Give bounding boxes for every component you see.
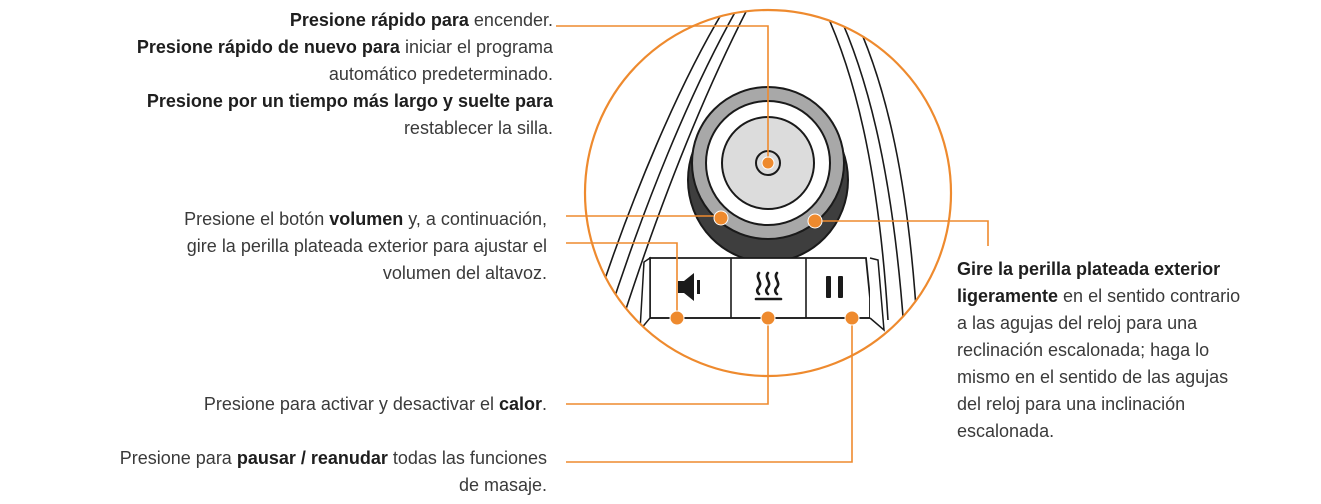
pause-l1-bold: pausar / reanudar [236, 448, 388, 468]
dot-power [761, 156, 775, 170]
power-l4-bold: Presione por un tiempo más largo y suelt… [146, 91, 553, 111]
leader-heat [566, 318, 769, 405]
callout-pause: Presione para pausar / reanudar todas la… [0, 445, 547, 499]
callout-heat: Presione para activar y desactivar el ca… [0, 391, 547, 418]
recline-l2-text: en el sentido contrario [1058, 286, 1241, 306]
strip-right-edge [869, 257, 885, 332]
callout-recline: Gire la perilla plateada exterior ligera… [957, 256, 1317, 445]
power-l1-bold: Presione rápido para [289, 10, 469, 30]
pause-button[interactable] [808, 260, 866, 316]
leader-pause [566, 318, 853, 463]
recline-l1-bold: Gire la perilla plateada exterior [957, 259, 1221, 279]
callout-dots [669, 156, 860, 326]
volume-button[interactable] [652, 260, 729, 316]
heat-button[interactable] [733, 260, 804, 316]
leader-recline [815, 220, 989, 246]
dot-heat-button [760, 310, 776, 326]
remote-closeup [591, 10, 919, 341]
heat-l1-c: . [541, 394, 547, 414]
volume-l1-bold: volumen [329, 209, 404, 229]
volume-l1-c: y, a continuación, [403, 209, 547, 229]
leader-volume [566, 242, 678, 318]
recline-l6-text: del reloj para una inclinación [957, 394, 1186, 414]
leader-power [556, 25, 769, 163]
dot-pause-button [844, 310, 860, 326]
volume-l1-a: Presione el botón [184, 209, 330, 229]
callout-volume: Presione el botón volumen y, a continuac… [0, 206, 547, 287]
volume-dial[interactable] [687, 86, 849, 263]
power-l2-bold: Presione rápido de nuevo para [136, 37, 400, 57]
power-l2-text: iniciar el programa [399, 37, 553, 57]
recline-l3-text: a las agujas del reloj para una [957, 313, 1198, 333]
recline-l2-bold: ligeramente [957, 286, 1059, 306]
button-strip [639, 256, 885, 333]
pause-l1-a: Presione para [119, 448, 237, 468]
pause-l1-c: todas las funciones [387, 448, 547, 468]
heat-l1-bold: calor [498, 394, 542, 414]
volume-l3-text: volumen del altavoz. [382, 263, 547, 283]
remote-body-outline [591, 10, 919, 341]
power-l5-text: restablecer la silla. [403, 118, 553, 138]
dot-volume-dial [713, 210, 729, 226]
power-l3-text: automático predeterminado. [328, 64, 553, 84]
heat-icon [754, 271, 783, 301]
speaker-icon [678, 273, 700, 301]
dot-volume-button [669, 310, 685, 326]
power-l1-text: encender. [468, 10, 553, 30]
recline-l7-text: escalonada. [957, 421, 1055, 441]
callout-power: Presione rápido para encender. Presione … [0, 7, 553, 142]
recline-l5-text: mismo en el sentido de las agujas [957, 367, 1229, 387]
pause-button-hit[interactable] [808, 260, 866, 316]
leader-lines [556, 25, 989, 463]
strip-left-edge [639, 256, 651, 333]
pause-icon [826, 276, 843, 298]
heat-l1-a: Presione para activar y desactivar el [203, 394, 499, 414]
recline-l4-text: reclinación escalonada; haga lo [957, 340, 1210, 360]
volume-l2-text: gire la perilla plateada exterior para a… [186, 236, 547, 256]
pause-l2-text: de masaje. [458, 475, 547, 495]
dot-recline-dial [807, 213, 823, 229]
